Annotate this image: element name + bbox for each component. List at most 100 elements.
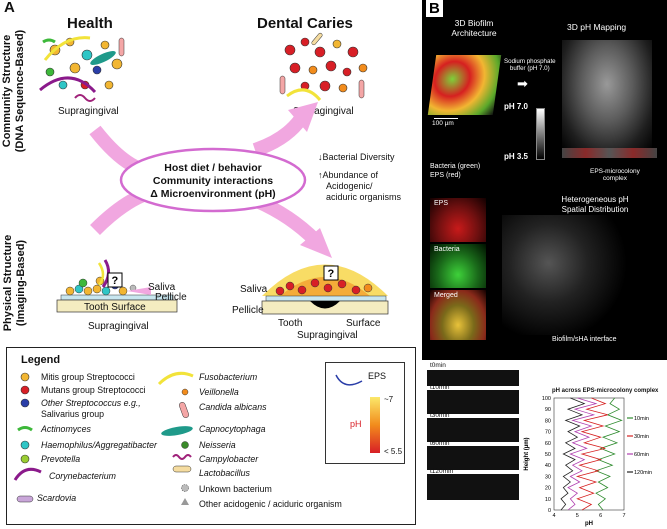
abundance-line1: Abundance of [322,170,379,180]
eps-label: EPS [368,371,387,381]
health-title: Health [67,15,113,32]
saliva-right: Saliva [240,284,268,295]
plot-title: pH across EPS-microcolony complex [552,388,659,394]
y-tick-label: 50 [545,452,551,458]
plot-frame [553,397,625,511]
timepoint-image-3 [427,446,519,470]
y-tick-label: 70 [545,430,551,436]
y-tick-label: 80 [545,418,551,424]
legend-haemophilus: Haemophilus/Aggregatibacter [41,440,157,450]
merged-image-label: Merged [434,292,458,299]
biofilm-3d-image [427,55,502,115]
legend-mutans: Mutans group Streptococci [41,385,146,395]
t60-label: t60min [430,440,450,447]
y-axis-label: Height (µm) [524,437,530,470]
legend-corynebacterium: Corynebacterium [49,471,116,481]
biofilm-title-l2: Architecture [451,28,497,38]
x-axis-label: pH [585,521,593,527]
legend-neisseria: Neisseria [199,440,236,450]
ph-scale-bar [536,108,545,160]
legend-prevotella: Prevotella [41,454,81,464]
panel-a: A Health Dental Caries Community Structu… [1,0,416,525]
t0-label: t0min [430,362,446,369]
legend-mitis: Mitis group Streptococci [41,372,135,382]
hetero-title: Heterogeneous pH Spatial Distribution [540,195,650,215]
panel-b: B 3D Biofilm Architecture 3D pH Mapping … [422,0,667,529]
abundance-line3: aciduric organisms [326,192,402,202]
ph-3-5-label: pH 3.5 [504,152,529,161]
up-arrow-icon: ↑ [318,170,323,180]
timepoint-image-1 [427,390,519,414]
x-tick-label: 6 [599,513,602,519]
host-line-2: Community interactions [152,175,274,187]
series-line-10min [594,397,623,511]
panel-b-letter: B [426,0,443,17]
abundance-note: ↑Abundance of Acidogenic/ aciduric organ… [318,170,401,203]
legend-actinomyces: Actinomyces [41,424,91,434]
buffer-l2: buffer (pH 7.0) [509,65,550,72]
ph-distribution-image [502,215,657,335]
buffer-l1: Sodium phosphate [504,58,556,65]
host-line-3: Δ Microenvironment (pH) [150,188,276,200]
series-line-60min [567,397,598,511]
legend-lactobacillus: Lactobacillus [199,468,250,478]
saliva-left: Saliva [148,282,176,293]
pellicle-left: Pellicle [155,292,187,303]
central-factors: Host diet / behavior Community interacti… [137,162,289,201]
legend-unknown: Unkown bacterium [199,484,272,494]
down-arrow-icon: ↓ [318,152,323,162]
interface-label: Biofilm/sHA interface [552,336,617,343]
merged-image [430,290,486,340]
ph-map-image [562,40,652,150]
legend-label-120min: 120min [634,470,652,476]
t10-label: t10min [430,384,450,391]
y-tick-label: 30 [545,474,551,480]
ph-map-base [562,148,657,158]
right-arrow-icon: ➡ [517,76,528,91]
y-tick-label: 90 [545,407,551,413]
host-line-1: Host diet / behavior [164,162,262,174]
legend: Legend Mitis group Streptococci Mutans g… [6,347,416,525]
eps-swatch [335,374,363,386]
timepoint-image-4 [427,474,519,500]
diversity-text: Bacterial Diversity [322,152,395,162]
bacteria-image-label: Bacteria [434,246,460,253]
transition-arrows [89,102,332,258]
diversity-note: ↓Bacterial Diversity [318,152,395,162]
legend-veillonella: Veillonella [199,387,239,397]
series-line-30min [575,397,608,511]
biofilm-title-l1: 3D Biofilm [454,18,494,28]
surface-right: Surface [346,318,381,329]
bacteria-green-label: Bacteria (green) [430,163,481,170]
legend-middle-swatches [157,371,194,505]
eps-complex-label: EPS-microcolony complex [590,168,640,182]
panel-a-letter: A [4,0,15,16]
legend-other-acidogenic: Other acidogenic / aciduric organism [199,499,342,509]
legend-salivarius: Salivarius group [41,409,105,419]
y-tick-label: 10 [545,497,551,503]
legend-capnocytophaga: Capnocytophaga [199,424,266,434]
eps-complex-l1: EPS-microcolony [590,168,640,175]
legend-scardovia: Scardovia [37,493,77,503]
t30-label: t30min [430,412,450,419]
ph-gradient-bar [370,397,380,453]
tooth-surface-left: Tooth Surface [84,302,146,313]
legend-campylobacter: Campylobacter [199,454,259,464]
health-community-illustration [39,36,125,102]
legend-label-60min: 60min [634,452,649,458]
caries-community-illustration [279,32,368,101]
y-tick-label: 0 [548,508,551,514]
question-mark-2: ? [328,268,335,280]
x-tick-label: 5 [576,513,579,519]
ph-high: ~7 [384,395,394,404]
legend-label-30min: 30min [634,434,649,440]
tooth-right: Tooth [278,318,303,329]
hetero-l2: Spatial Distribution [561,205,629,214]
stain-legend: Bacteria (green) EPS (red) [430,162,480,180]
y-tick-label: 100 [542,396,551,402]
supragingival-label-3: Supragingival [88,321,149,332]
timecourse-panel: t0min t10min t30min t60min t120min pH ac… [422,360,667,529]
ph-map-title: 3D pH Mapping [567,22,627,32]
timepoint-image-0 [427,370,519,386]
caries-biofilm-illustration: ? [261,264,389,315]
